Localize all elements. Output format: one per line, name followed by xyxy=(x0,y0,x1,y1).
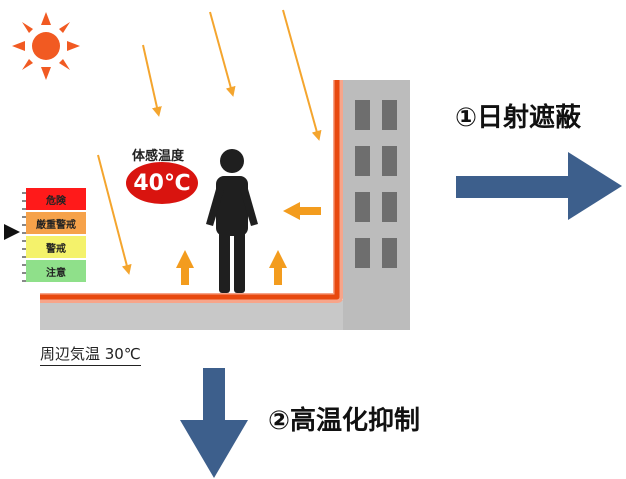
measure-heat-suppression: ②高温化抑制 xyxy=(268,406,421,436)
heat-arrow-left xyxy=(283,202,300,220)
sun-icon xyxy=(12,12,80,80)
arrow-down-icon xyxy=(180,368,248,478)
level-ticks xyxy=(22,192,26,282)
heat-arrow-up xyxy=(274,267,282,285)
heat-arrow-up xyxy=(181,267,189,285)
heat-arrows xyxy=(176,202,321,285)
window xyxy=(355,192,370,222)
perceived-temperature-value: 40℃ xyxy=(133,170,191,196)
alert-level-danger: 危険 xyxy=(26,188,86,210)
sun-ray-arrow xyxy=(209,11,236,97)
arrow-right-icon xyxy=(456,152,622,220)
window xyxy=(355,100,370,130)
hot-surface-core xyxy=(40,80,340,300)
sun-ray-arrow xyxy=(142,44,162,117)
ambient-temperature-label: 周辺気温 30℃ xyxy=(40,343,141,366)
heat-arrow-up xyxy=(176,250,194,268)
alert-level-warning: 警戒 xyxy=(26,236,86,258)
alert-level-severe-warning: 厳重警戒 xyxy=(26,212,86,234)
heat-arrow-up xyxy=(269,250,287,268)
window xyxy=(382,238,397,268)
solar-radiation-arrows xyxy=(97,9,322,275)
sun-ray-arrow xyxy=(282,9,322,141)
sun-ray-arrow xyxy=(97,154,132,275)
window xyxy=(355,238,370,268)
measure-solar-shading: ①日射遮蔽 xyxy=(455,103,582,133)
black-triangle-icon xyxy=(4,224,20,240)
building xyxy=(343,80,410,330)
perceived-temperature-label: 体感温度 xyxy=(131,149,184,164)
window xyxy=(382,100,397,130)
window xyxy=(382,192,397,222)
temperature-badge xyxy=(126,162,198,204)
heat-arrow-left xyxy=(299,207,321,215)
alert-level-caution: 注意 xyxy=(26,260,86,282)
window xyxy=(355,146,370,176)
person-icon xyxy=(206,149,258,293)
building-windows xyxy=(355,100,397,268)
window xyxy=(382,146,397,176)
